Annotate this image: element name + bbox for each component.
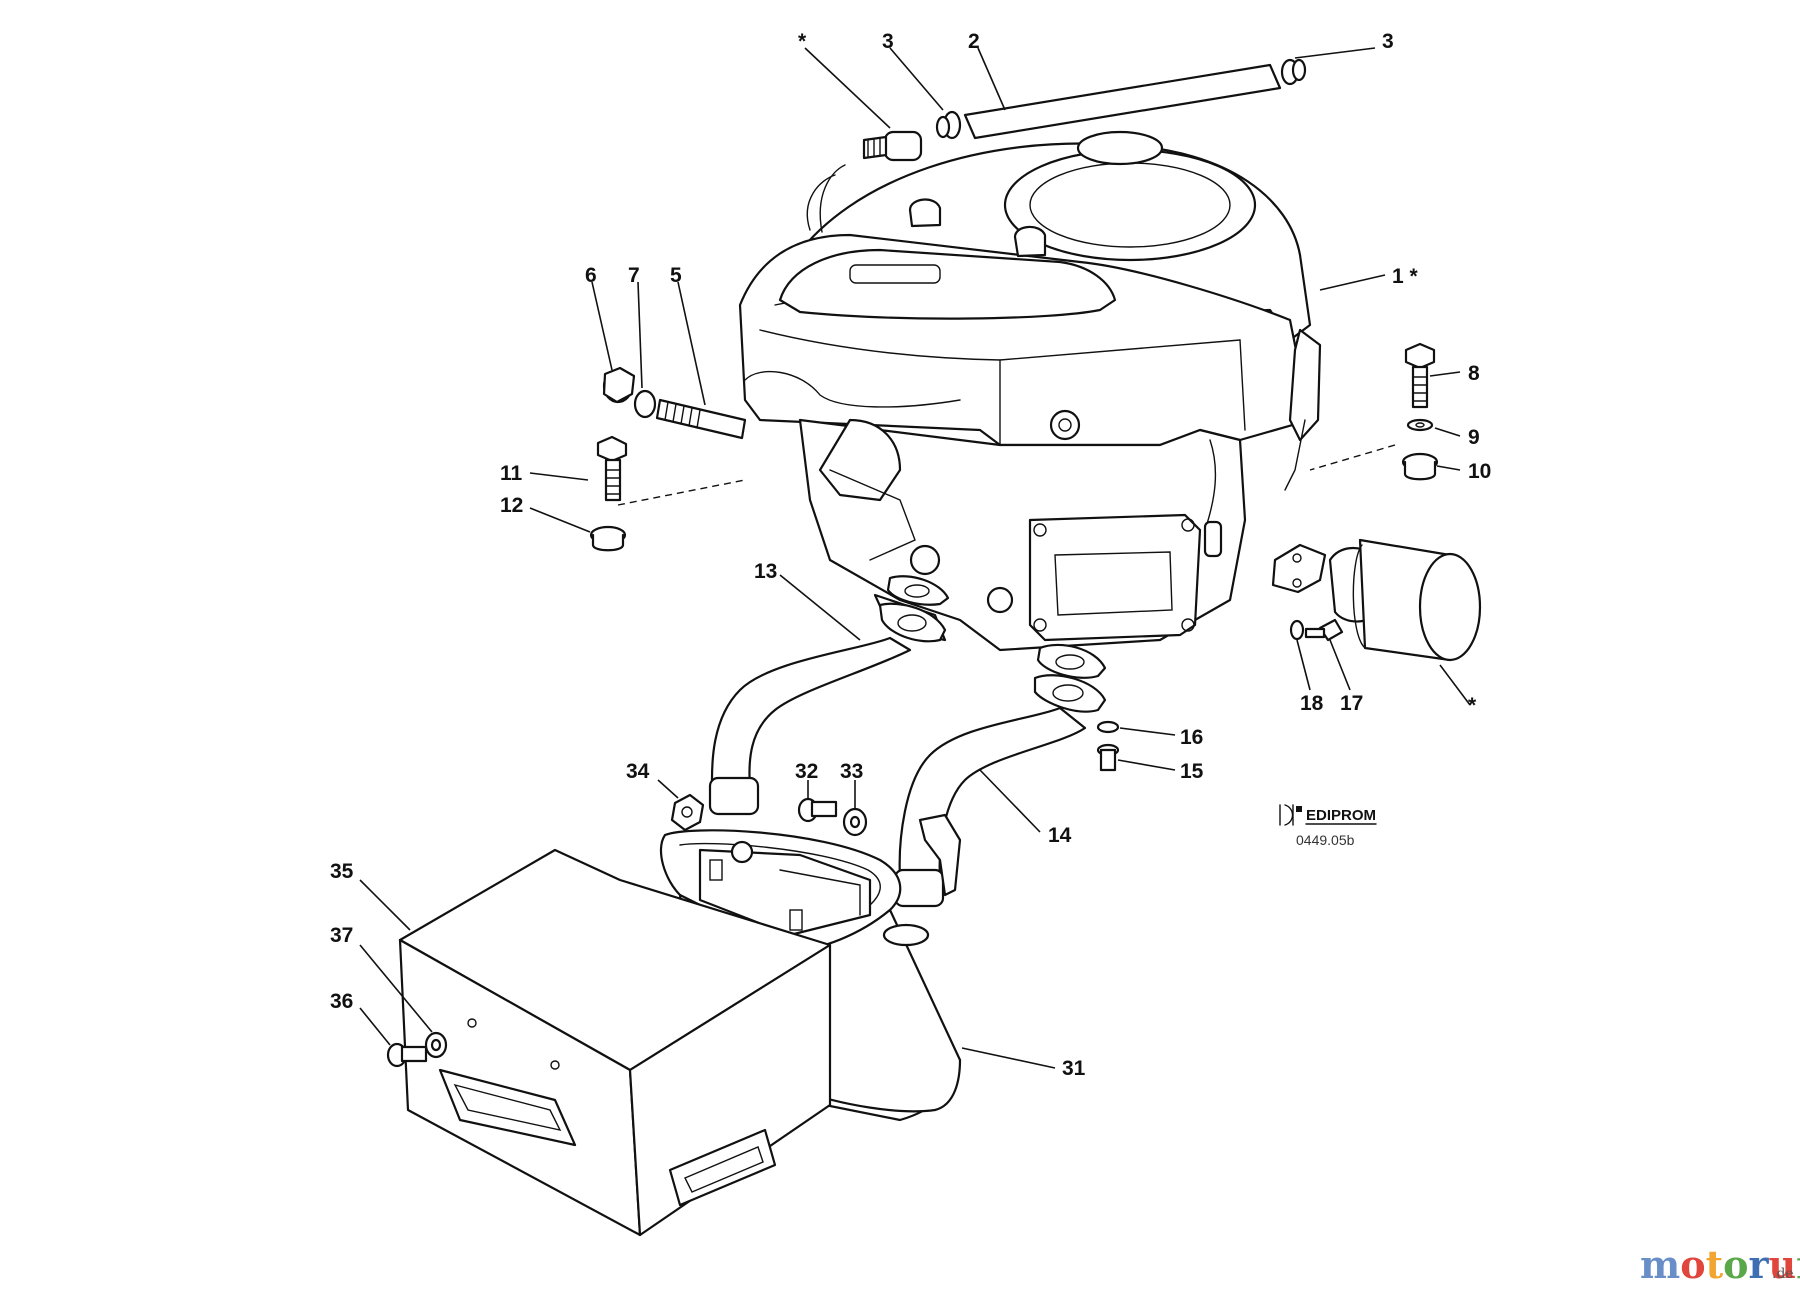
callout-6: 6: [585, 264, 597, 287]
screw-32: [797, 797, 838, 823]
callout-3-right: 3: [1382, 30, 1394, 53]
callout-36: 36: [330, 990, 353, 1013]
callout-31: 31: [1062, 1057, 1086, 1080]
wm-letter-o1: o: [1680, 1242, 1705, 1287]
engine-assembly: [738, 130, 1322, 652]
wm-letter-u: u: [1769, 1242, 1797, 1287]
ediprom-stamp: EDIPROM 0449.05b: [1279, 804, 1377, 848]
wm-letter-t: t: [1706, 1242, 1724, 1287]
fuel-line-assembly: [862, 58, 1307, 162]
callout-1: 1 *: [1392, 265, 1419, 288]
wm-suffix: .de: [1772, 1266, 1794, 1282]
screw-36: [386, 1042, 428, 1068]
left-bolt-and-nut: [589, 435, 746, 552]
callout-16: 16: [1180, 726, 1203, 749]
callout-star-top: *: [798, 30, 807, 53]
callout-15: 15: [1180, 760, 1204, 783]
callout-9: 9: [1468, 426, 1480, 449]
leader-lines: [359, 47, 1471, 1069]
callout-34: 34: [626, 760, 650, 783]
hose-clamp-left: [935, 110, 962, 140]
callout-11: 11: [500, 462, 523, 485]
washer-33: [842, 807, 868, 837]
callout-3-left: 3: [882, 30, 894, 53]
oil-filter-assembly: [1271, 538, 1482, 662]
small-hardware: [386, 793, 868, 1068]
mount-stud-hardware: [602, 366, 747, 440]
exhaust-manifold-pipes: [708, 575, 1120, 908]
callout-5: 5: [670, 264, 682, 287]
wm-letter-r: r: [1749, 1242, 1770, 1287]
callout-labels: * 3 2 3 1 * 6 7 5 8 9 10 11 12 13 18 17 …: [330, 30, 1491, 1080]
callout-17: 17: [1340, 692, 1363, 715]
wm-letter-m: m: [1640, 1242, 1680, 1287]
callout-32: 32: [795, 760, 818, 783]
callout-37: 37: [330, 924, 353, 947]
callout-14: 14: [1048, 824, 1072, 847]
washer-37: [424, 1031, 448, 1059]
callout-star-filter: *: [1468, 694, 1477, 717]
drawing-code: 0449.05b: [1296, 832, 1355, 848]
callout-10: 10: [1468, 460, 1491, 483]
callout-35: 35: [330, 860, 354, 883]
ediprom-logo-icon: [1279, 804, 1302, 826]
svg-text:motoruf: motoruf: [1640, 1242, 1800, 1287]
inline-fuel-filter: [862, 130, 923, 162]
callout-18: 18: [1300, 692, 1324, 715]
right-bolt-and-nut: [1309, 342, 1439, 481]
callout-7: 7: [628, 264, 640, 287]
callout-2: 2: [968, 30, 980, 53]
callout-12: 12: [500, 494, 523, 517]
callout-33: 33: [840, 760, 863, 783]
callout-8: 8: [1468, 362, 1480, 385]
wm-letter-o2: o: [1723, 1242, 1748, 1287]
hose-clamp-right: [1280, 58, 1307, 86]
ediprom-brand: EDIPROM: [1306, 807, 1376, 824]
clip-34: [670, 793, 705, 832]
motoruf-watermark: motoruf .de: [1640, 1242, 1800, 1287]
wm-letter-f: f: [1796, 1242, 1800, 1287]
callout-13: 13: [754, 560, 777, 583]
